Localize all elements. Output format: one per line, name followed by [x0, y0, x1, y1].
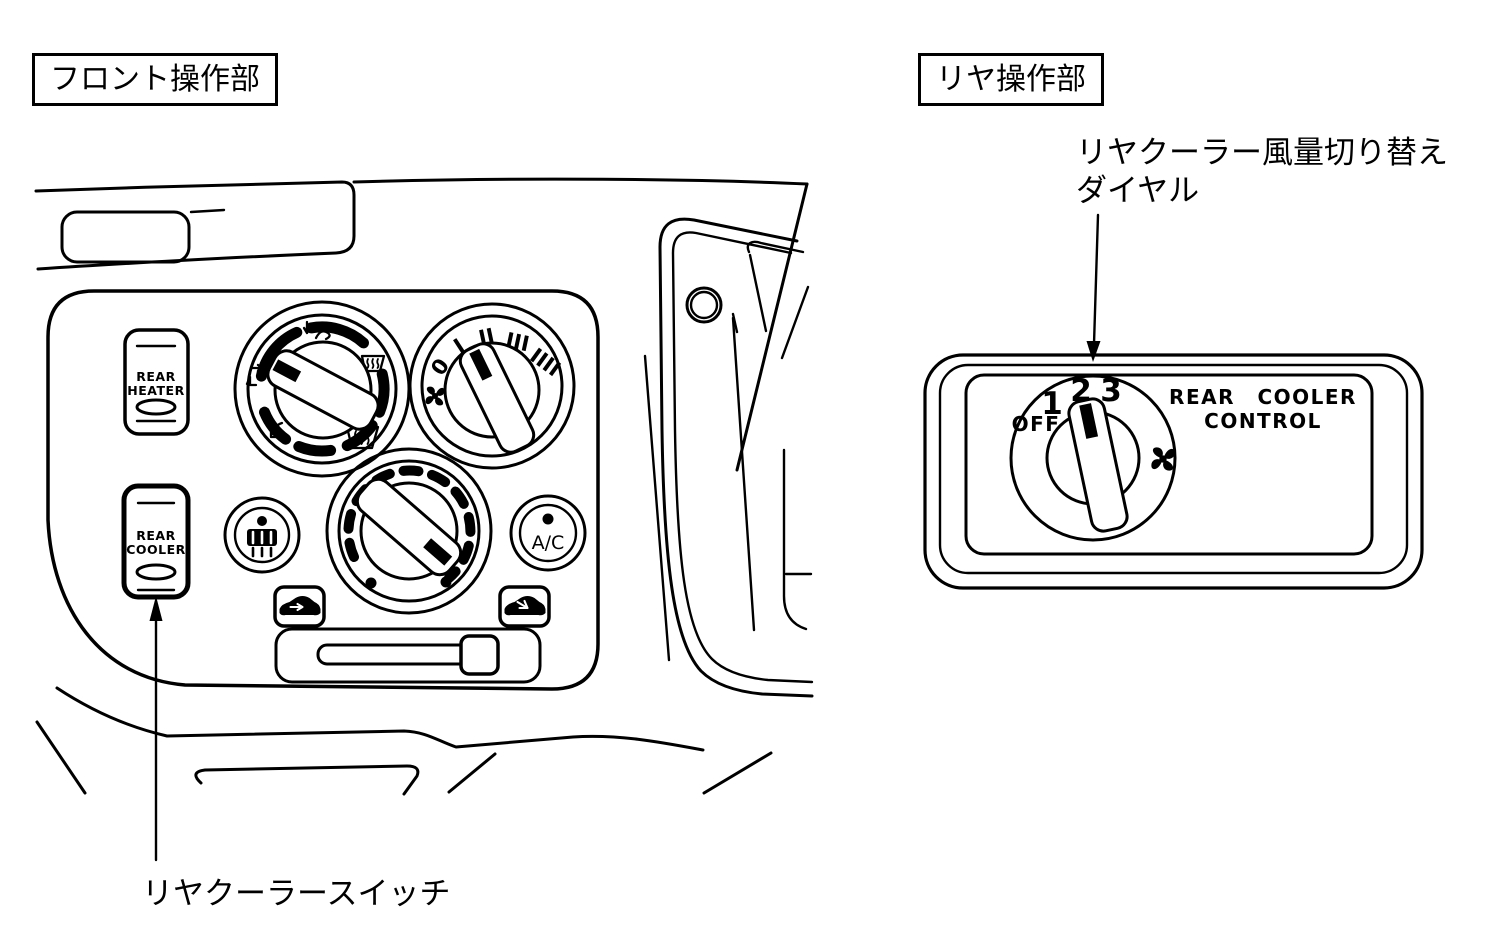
fan-speed-dial: 0 I II III IIII — [408, 302, 576, 470]
lower-diag-right — [702, 751, 773, 795]
rear-heater-label-line2: HEATER — [127, 383, 184, 398]
mode-dial — [233, 300, 411, 478]
temp-dot-right — [440, 576, 452, 588]
rear-cooler-button: REAR COOLER — [121, 483, 191, 600]
rear-dial-mark-3: 3 — [1100, 373, 1122, 409]
rear-control-drawing: OFF 1 2 3 REAR COOLER CONTROL — [923, 213, 1424, 590]
dash-hood-outline — [34, 180, 356, 271]
arrow-head-down — [1086, 341, 1101, 362]
ac-indicator-dot — [542, 513, 554, 525]
rear-dial-annotation-line2: ダイヤル — [1076, 173, 1200, 209]
lower-dash-band — [55, 686, 705, 752]
rear-heater-indicator — [135, 398, 177, 416]
rear-dial-arrow — [1086, 213, 1101, 362]
defogger-button — [223, 496, 301, 574]
rear-dial-annotation: リヤクーラー風量切り替え ダイヤル — [1076, 134, 1448, 210]
rear-heater-button: REAR HEATER — [123, 328, 190, 436]
rear-panel-title-line2: CONTROL — [1204, 409, 1322, 433]
pillar-line-3 — [780, 285, 810, 360]
rear-cooler-switch-arrow — [149, 596, 163, 862]
lower-diag-mid — [447, 752, 497, 794]
dash-top-edge — [352, 177, 809, 186]
rear-section-label: リヤ操作部 — [936, 62, 1086, 97]
fresh-air-car-icon — [504, 596, 546, 616]
rear-panel-bezel — [938, 363, 1409, 575]
trim-corner2-side — [748, 253, 768, 333]
pillar-hole-inner — [689, 290, 719, 320]
rear-cooler-indicator — [135, 563, 177, 581]
console-trim-inner — [671, 231, 814, 684]
temperature-dial — [325, 447, 493, 615]
rear-dial-pointer — [1079, 403, 1099, 439]
fresh-air-button — [498, 585, 551, 628]
rear-dial-annotation-line1: リヤクーラー風量切り替え — [1076, 135, 1448, 171]
rear-cooler-label-line2: COOLER — [126, 542, 186, 557]
fan-dial-handle — [458, 342, 536, 454]
pillar-line-1 — [643, 354, 671, 662]
mode-icon-bilevel — [245, 363, 264, 387]
rear-fan-icon — [1151, 447, 1175, 471]
pillar-hole-outer — [685, 286, 723, 324]
rear-section-label-box: リヤ操作部 — [918, 53, 1104, 106]
recirculation-car-icon — [279, 596, 321, 616]
lower-diag-left — [35, 720, 87, 795]
fan-icon — [425, 386, 445, 406]
fan-dial-pointer — [469, 348, 493, 381]
ac-button: A/C — [509, 494, 587, 572]
trim-corner2-top — [746, 240, 805, 254]
temp-dot-left — [365, 577, 377, 589]
dash-vent — [60, 210, 191, 264]
defogger-icon — [247, 529, 277, 558]
arrow-head-up — [149, 596, 163, 621]
pillar-line-2 — [731, 316, 756, 632]
rear-dial-mark-1: 1 — [1041, 386, 1063, 422]
rear-cooler-dial: OFF 1 2 3 — [1009, 373, 1177, 542]
rear-panel-title-line1: REAR COOLER — [1169, 385, 1357, 409]
rear-dial-handle — [1067, 397, 1129, 533]
defogger-indicator-dot — [257, 516, 267, 526]
mode-dial-pointer — [272, 359, 302, 383]
hvac-panel-plate — [46, 289, 600, 691]
front-section-label: フロント操作部 — [50, 62, 260, 97]
door-corner — [782, 448, 808, 631]
rear-cooler-label-line1: REAR — [136, 528, 175, 543]
temp-dial-handle — [355, 477, 463, 577]
dash-vent-line — [189, 208, 226, 214]
pillar-diagonal — [735, 182, 809, 472]
rear-dial-mark-off: OFF — [1012, 412, 1061, 436]
pillar-tick — [731, 312, 739, 334]
recirculation-button — [273, 585, 326, 628]
ac-label: A/C — [532, 532, 565, 554]
mode-dial-handle — [266, 349, 380, 431]
console-trim-outer — [658, 217, 814, 698]
rear-cooler-switch-annotation: リヤクーラースイッチ — [142, 876, 451, 912]
rear-heater-label-line1: REAR — [136, 369, 175, 384]
temperature-slider — [274, 627, 542, 684]
front-dashboard-drawing: REAR HEATER REAR COOLER — [34, 177, 814, 862]
temp-dial-dashed-arc — [343, 465, 476, 583]
rear-panel-inset — [964, 373, 1374, 556]
front-section-label-box: フロント操作部 — [32, 53, 278, 106]
lower-tray-edge — [194, 764, 420, 796]
temp-dial-pointer — [423, 538, 453, 566]
mode-icon-foot — [269, 421, 284, 439]
mode-icon-face — [302, 320, 331, 341]
slider-handle — [459, 634, 500, 676]
rear-panel-outer — [923, 353, 1424, 590]
